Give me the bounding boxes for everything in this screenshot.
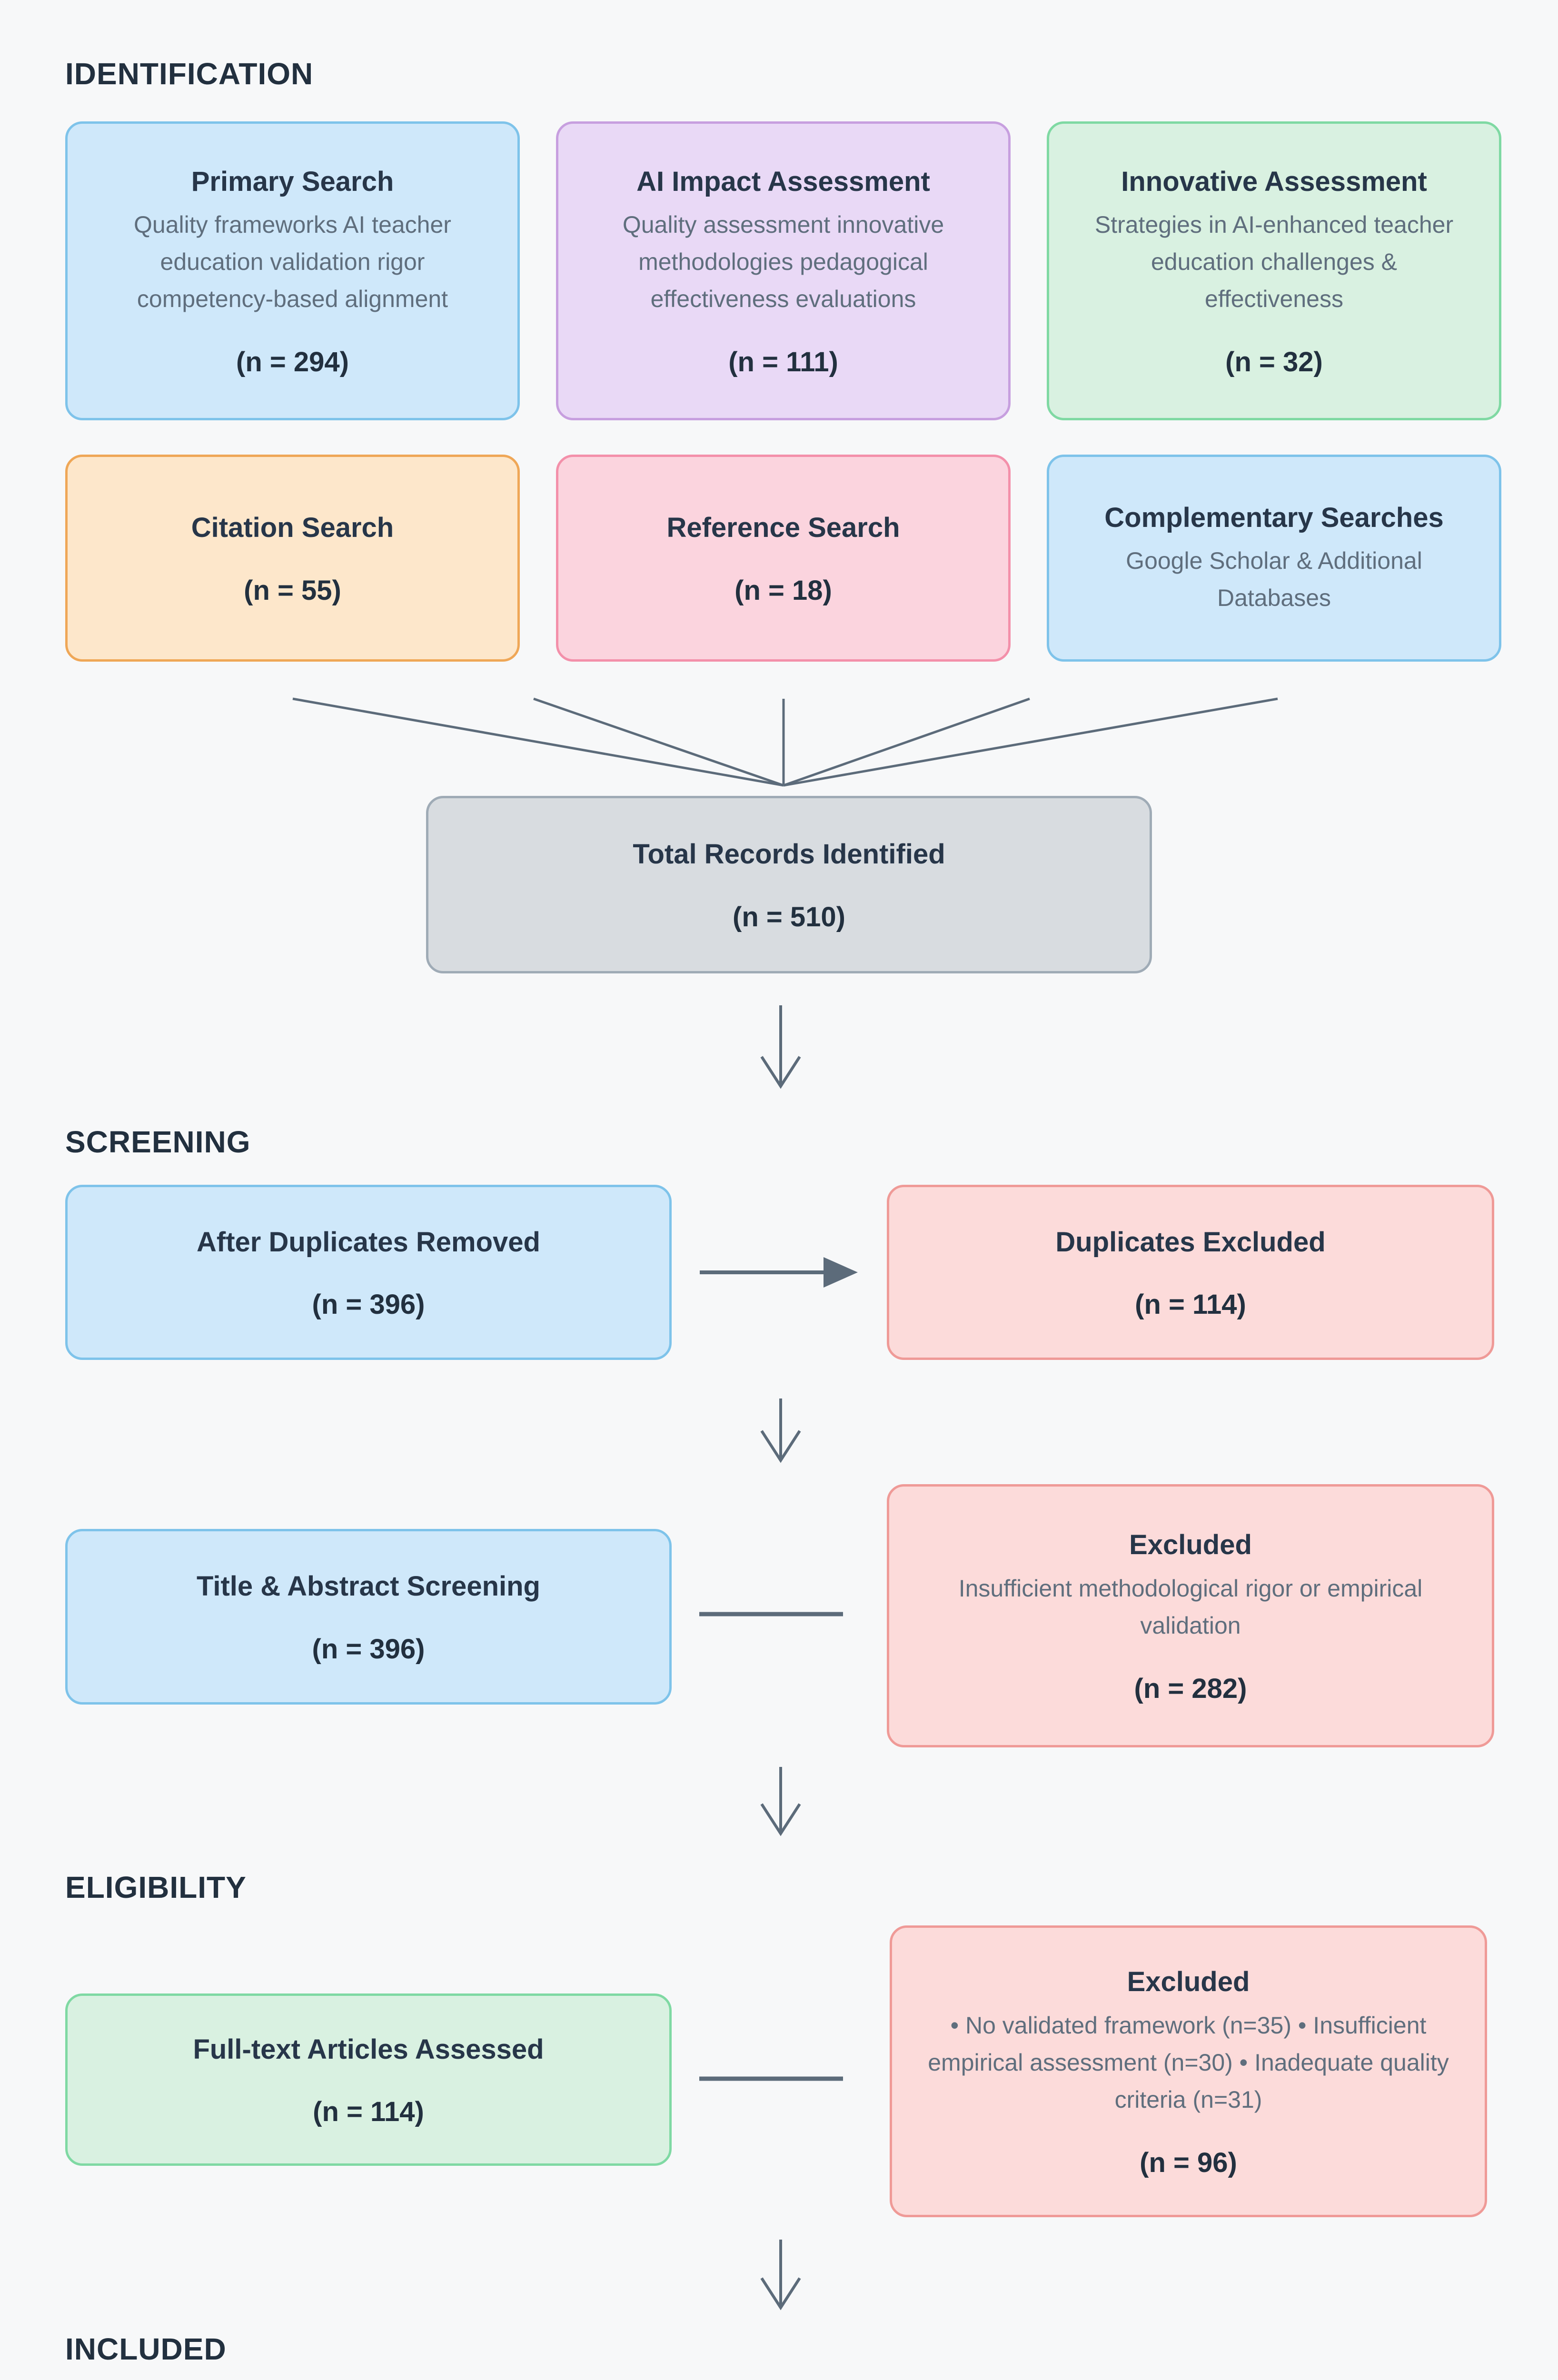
box-title: Excluded — [1127, 1966, 1250, 1998]
box-count: (n = 396) — [312, 1289, 425, 1320]
box-body: Quality assessment innovative methodolog… — [622, 211, 944, 313]
box-title: AI Impact Assessment — [636, 166, 930, 197]
box-duplicates-excluded: Duplicates Excluded (n = 114) — [887, 1185, 1494, 1360]
box-citation-search: Citation Search (n = 55) — [65, 455, 520, 662]
box-body: Google Scholar & Additional Databases — [1126, 547, 1422, 612]
section-label-screening: SCREENING — [65, 1125, 251, 1159]
box-title: Total Records Identified — [633, 839, 945, 870]
box-title: Complementary Searches — [1104, 502, 1444, 533]
box-title: Citation Search — [191, 512, 394, 544]
box-count: (n = 114) — [1135, 1289, 1246, 1320]
box-title-abstract-screening: Title & Abstract Screening (n = 396) — [65, 1529, 672, 1705]
box-eligibility-excluded: Excluded • No validated framework (n=35)… — [890, 1925, 1487, 2217]
box-title: Reference Search — [666, 512, 900, 544]
down-arrow-3 — [760, 1767, 801, 1836]
box-count: (n = 510) — [733, 901, 845, 932]
box-body: Quality frameworks AI teacher education … — [134, 211, 451, 313]
box-count: (n = 114) — [313, 2096, 424, 2128]
box-count: (n = 96) — [1140, 2147, 1237, 2178]
box-fulltext-assessed: Full-text Articles Assessed (n = 114) — [65, 1993, 672, 2166]
box-body: Strategies in AI-enhanced teacher educat… — [1094, 211, 1454, 313]
down-arrow-2 — [760, 1398, 801, 1463]
box-primary-search: Primary Search Quality frameworks AI tea… — [65, 121, 520, 420]
box-count: (n = 55) — [244, 575, 341, 606]
down-arrow-1 — [760, 1005, 801, 1089]
box-count: (n = 282) — [1134, 1673, 1247, 1704]
section-label-included: INCLUDED — [65, 2332, 227, 2366]
box-count: (n = 18) — [734, 575, 832, 606]
box-title: Innovative Assessment — [1121, 166, 1427, 197]
box-title: Title & Abstract Screening — [197, 1571, 540, 1602]
box-screening-excluded: Excluded Insufficient methodological rig… — [887, 1484, 1494, 1747]
horizontal-arrowhead — [824, 1257, 858, 1288]
box-reference-search: Reference Search (n = 18) — [556, 455, 1011, 662]
section-label-eligibility: ELIGIBILITY — [65, 1870, 247, 1904]
down-arrow-4 — [760, 2240, 801, 2311]
box-innovative-assessment: Innovative Assessment Strategies in AI-e… — [1047, 121, 1501, 420]
box-title: Primary Search — [191, 166, 394, 197]
box-body: • No validated framework (n=35) • Insuff… — [928, 2012, 1449, 2113]
section-label-identification: IDENTIFICATION — [65, 57, 314, 91]
box-count: (n = 32) — [1225, 347, 1323, 378]
box-title: Duplicates Excluded — [1055, 1226, 1326, 1258]
box-ai-impact-assessment: AI Impact Assessment Quality assessment … — [556, 121, 1011, 420]
box-body: Insufficient methodological rigor or emp… — [958, 1575, 1423, 1639]
box-title: Full-text Articles Assessed — [193, 2033, 544, 2065]
box-after-duplicates-removed: After Duplicates Removed (n = 396) — [65, 1185, 672, 1360]
box-total-records: Total Records Identified (n = 510) — [426, 796, 1152, 973]
fan-converging-lines — [292, 697, 1278, 787]
box-count: (n = 294) — [236, 347, 349, 378]
box-title: After Duplicates Removed — [197, 1226, 540, 1258]
box-title: Excluded — [1129, 1529, 1252, 1561]
box-complementary-searches: Complementary Searches Google Scholar & … — [1047, 455, 1501, 662]
box-count: (n = 111) — [728, 347, 838, 378]
box-count: (n = 396) — [312, 1633, 425, 1665]
